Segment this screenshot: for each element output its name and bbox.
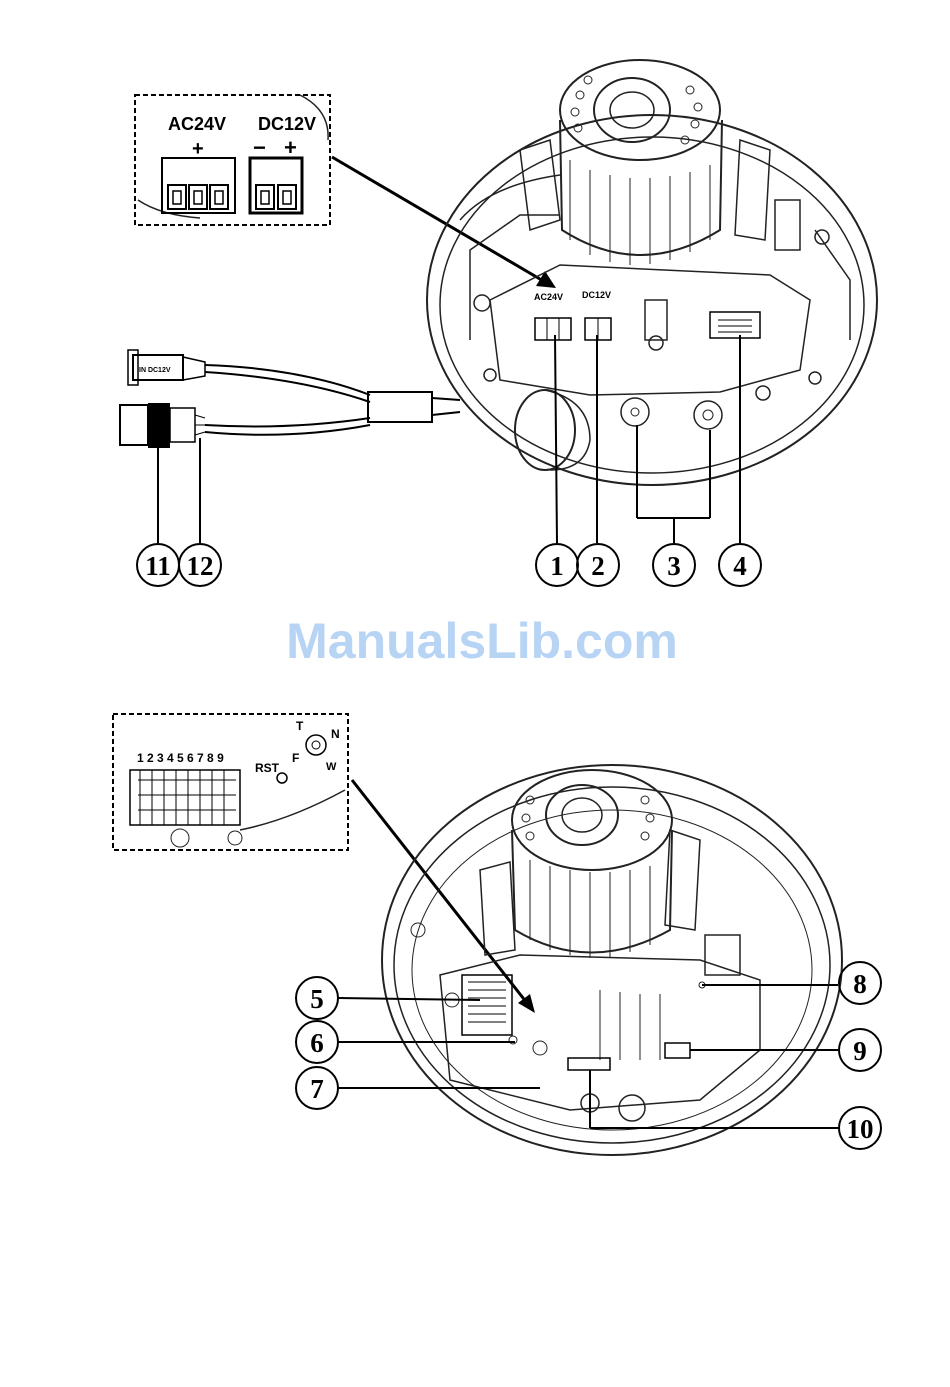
leader-lines-top (158, 335, 740, 543)
inset-pointer-arrow (332, 157, 556, 288)
w-label: W (326, 761, 337, 773)
rst-label: RST (255, 761, 280, 775)
svg-text:12: 12 (187, 551, 214, 581)
callout-7: 7 (296, 1067, 338, 1109)
callout-1: 1 (536, 544, 578, 586)
alarm-inset: 1 2 3 4 5 6 7 8 9 RST T F N W (113, 714, 348, 850)
terminal-inset: AC24V DC12V + − + (135, 95, 330, 225)
camera-body-bottom (382, 765, 842, 1155)
svg-text:8: 8 (853, 969, 867, 999)
callout-10: 10 (839, 1107, 881, 1149)
n-label: N (331, 727, 340, 741)
body-dc-label: DC12V (582, 290, 611, 300)
inset-dc-plus-label: + (284, 135, 297, 160)
svg-text:6: 6 (310, 1028, 324, 1058)
callout-3: 3 (653, 544, 695, 586)
callout-5: 5 (296, 977, 338, 1019)
callout-2: 2 (577, 544, 619, 586)
inset-dc-minus-label: − (253, 135, 266, 160)
svg-text:1: 1 (550, 551, 564, 581)
camera-body-top: AC24V DC12V (427, 60, 877, 485)
svg-text:5: 5 (310, 984, 324, 1014)
inset2-pointer-arrow (352, 780, 535, 1013)
callout-9: 9 (839, 1029, 881, 1071)
svg-text:9: 9 (853, 1036, 867, 1066)
inset-dc-label: DC12V (258, 114, 316, 134)
body-ac-label: AC24V (534, 292, 563, 302)
inset-ac-label: AC24V (168, 114, 226, 134)
callout-4: 4 (719, 544, 761, 586)
callout-6: 6 (296, 1021, 338, 1063)
watermark: ManualsLib.com (286, 613, 678, 669)
svg-text:2: 2 (591, 551, 605, 581)
callout-11: 11 (137, 544, 179, 586)
pigtail-cables: IN DC12V (120, 350, 460, 448)
t-label: T (296, 719, 304, 733)
pin-numbers-label: 1 2 3 4 5 6 7 8 9 (137, 751, 224, 765)
svg-text:11: 11 (145, 551, 171, 581)
callout-8: 8 (839, 962, 881, 1004)
svg-text:3: 3 (667, 551, 681, 581)
inset-ac-ground-label: + (192, 138, 204, 160)
f-label: F (292, 751, 299, 765)
svg-text:7: 7 (310, 1074, 324, 1104)
svg-text:4: 4 (733, 551, 747, 581)
callout-12: 12 (179, 544, 221, 586)
svg-text:10: 10 (847, 1114, 874, 1144)
dc-plug-label: IN DC12V (139, 367, 171, 374)
